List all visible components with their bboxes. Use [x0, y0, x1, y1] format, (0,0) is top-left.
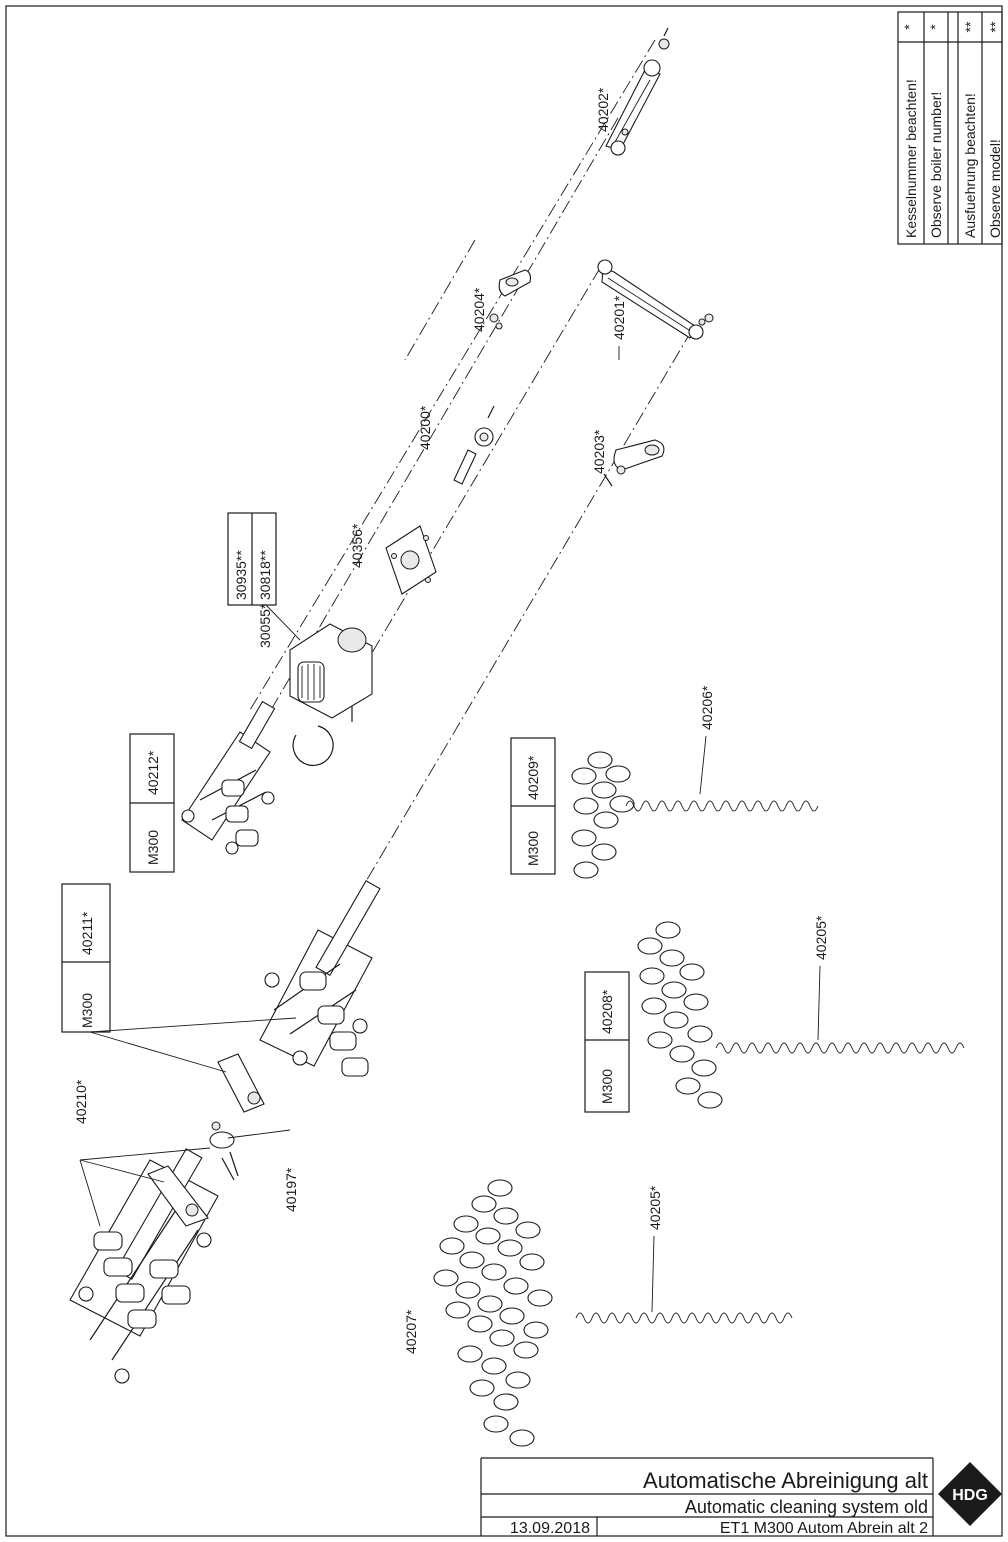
callout-40205-b: 40205*: [647, 1185, 663, 1230]
callout-30818: 30818**: [257, 550, 273, 600]
part-40208-cleaning-plates: [637, 921, 723, 1109]
part-40207-cleaning-plates: [433, 1179, 553, 1447]
callout-40212: 40212*: [145, 750, 161, 795]
note-mark-4: **: [987, 21, 1003, 32]
part-40205-spring-b: [575, 1312, 793, 1324]
callout-40204: 40204*: [471, 287, 487, 332]
callout-40356: 40356*: [349, 523, 365, 568]
hdg-logo: HDG: [938, 1462, 1002, 1526]
callout-leader-40197: [227, 1129, 291, 1139]
callout-40201: 40201*: [611, 295, 627, 340]
label-box-40209: [510, 737, 556, 875]
label-box-40212: [129, 733, 175, 873]
callout-leader-40210-c: [79, 1147, 211, 1161]
callout-40206: 40206*: [699, 685, 715, 730]
title-english: Automatic cleaning system old: [685, 1497, 928, 1517]
note-mark-1: *: [901, 24, 917, 30]
callout-40205-a: 40205*: [813, 915, 829, 960]
part-40210: [69, 1148, 219, 1384]
part-40206-spring: [625, 800, 819, 812]
callout-leader-40206: [699, 735, 707, 795]
callout-40203: 40203*: [591, 429, 607, 474]
callout-30935: 30935**: [233, 550, 249, 600]
part-40203: [603, 439, 665, 487]
drawing-date: 13.09.2018: [510, 1520, 590, 1537]
assembly-axes: [249, 39, 693, 906]
note-mark-3: **: [962, 21, 978, 32]
drawing-id: ET1 M300 Autom Abrein alt 2: [720, 1520, 928, 1537]
callout-leader-30055: [265, 604, 301, 641]
callout-40207: 40207*: [403, 1309, 419, 1354]
title-block: [480, 1457, 934, 1536]
callout-leader-40211-a: [89, 1017, 297, 1033]
callout-m300-d: M300: [599, 1069, 615, 1104]
callout-leader-40211-b: [89, 1031, 227, 1073]
part-30055: [289, 623, 373, 766]
note-text-2: Observe boiler number!: [928, 92, 944, 238]
part-40197: [209, 1121, 239, 1181]
part-40211: [217, 879, 381, 1113]
callout-leader-40205-b: [651, 1235, 655, 1313]
part-40212: [181, 700, 276, 855]
callout-leader-40205-a: [817, 965, 821, 1041]
note-text-1: Kesselnummer beachten!: [903, 79, 919, 238]
callout-m300-b: M300: [79, 993, 95, 1028]
hdg-logo-text: HDG: [952, 1487, 988, 1504]
callout-40197: 40197*: [283, 1167, 299, 1212]
label-box-40211: [61, 883, 111, 1033]
callout-40209: 40209*: [525, 755, 541, 800]
sheet-frame: [5, 5, 1003, 1537]
callout-40210: 40210*: [73, 1079, 89, 1124]
callout-m300-c: M300: [525, 831, 541, 866]
note-text-4: Observe model!: [987, 139, 1003, 238]
part-40204: [489, 269, 531, 330]
callout-40202: 40202*: [595, 87, 611, 132]
callout-40200: 40200*: [417, 405, 433, 450]
part-40205-spring-a: [715, 1042, 965, 1054]
callout-m300-a: M300: [145, 830, 161, 865]
callout-leader-40210-b: [79, 1159, 165, 1183]
callout-40208: 40208*: [599, 989, 615, 1034]
part-40356: [385, 525, 437, 595]
note-text-3: Ausfuehrung beachten!: [962, 93, 978, 238]
callout-leader-40210-a: [79, 1159, 101, 1227]
part-40209-cleaning-plates: [571, 751, 635, 879]
part-40200: [453, 405, 495, 485]
label-box-40208: [584, 971, 630, 1113]
part-30935-box: [227, 512, 277, 606]
callout-40211: 40211*: [79, 911, 95, 955]
part-40202: [605, 27, 670, 156]
note-mark-2: *: [927, 24, 943, 30]
notes-table: * Kesselnummer beachten! * Observe boile…: [897, 11, 1003, 245]
part-40201: [597, 259, 714, 340]
callout-30055: 30055*: [257, 603, 273, 648]
title-german: Automatische Abreinigung alt: [643, 1468, 928, 1493]
